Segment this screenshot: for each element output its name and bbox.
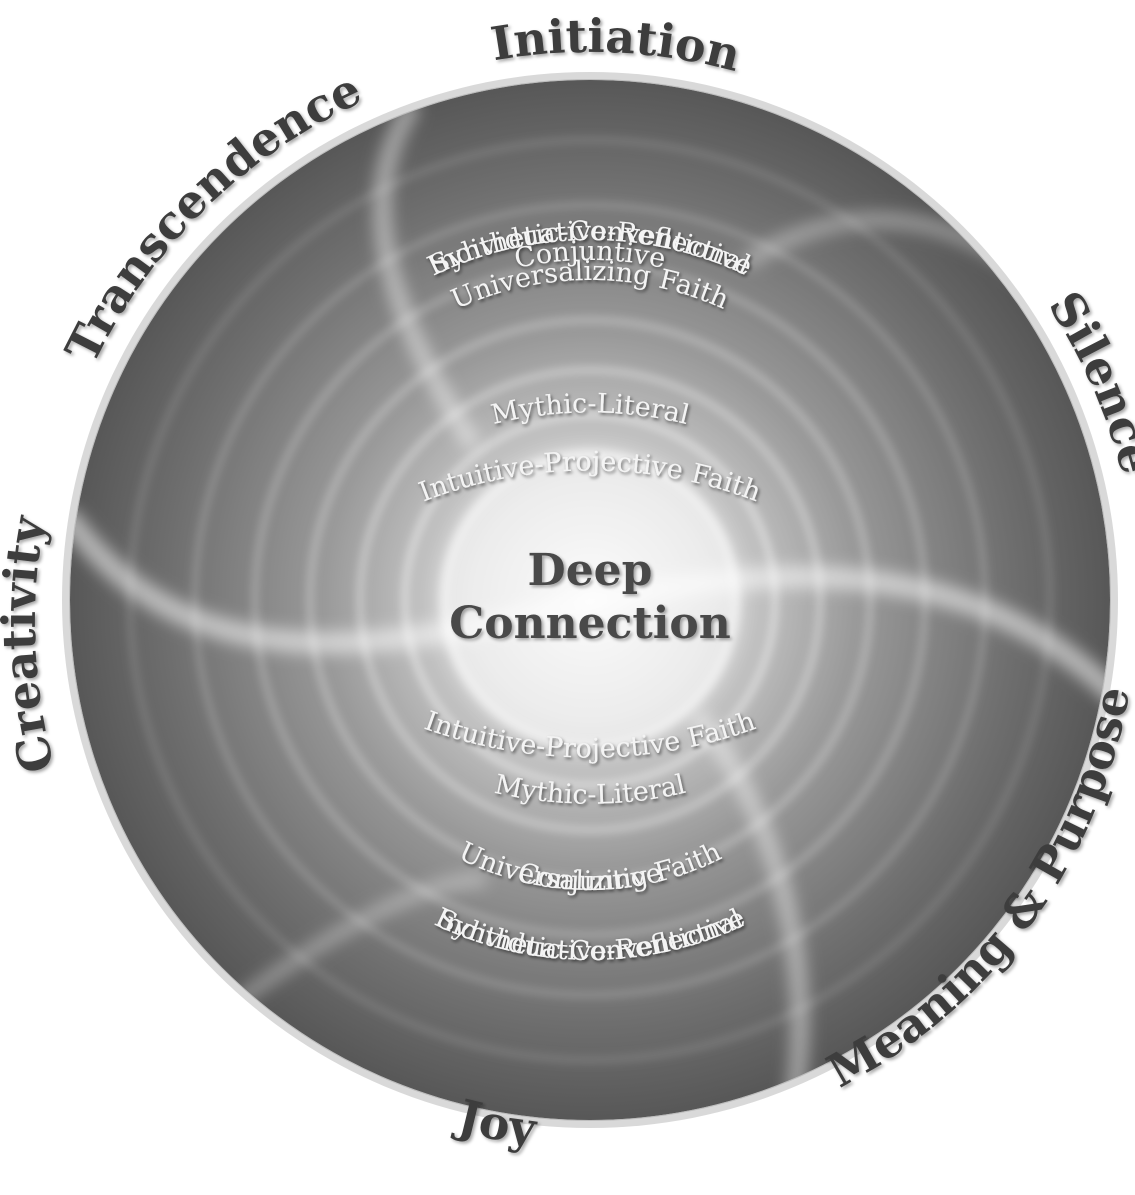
center-label: Deep Connection — [449, 545, 731, 649]
outer-label-creativity: Creativity — [0, 511, 65, 778]
center-label-line2: Connection — [449, 598, 731, 649]
center-label-line1: Deep — [528, 545, 653, 596]
outer-label-initiation: Initiation — [487, 9, 746, 82]
disc — [70, 80, 1110, 1120]
